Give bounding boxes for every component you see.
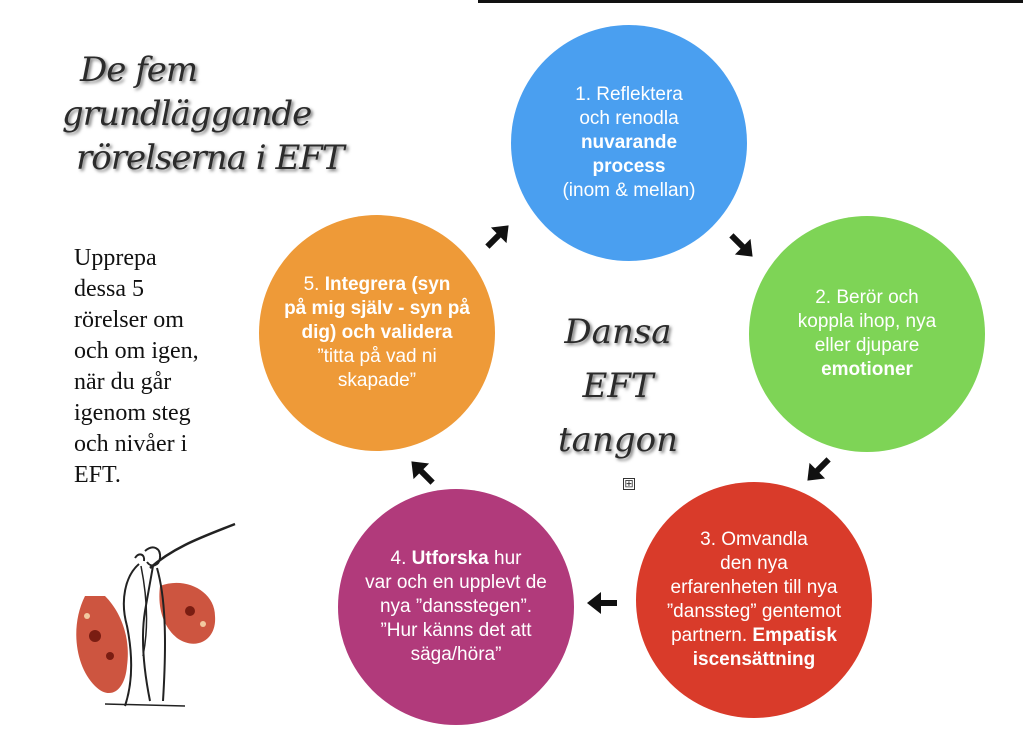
step-text-line: partnern. Empatisk bbox=[667, 624, 841, 648]
step-text-run: koppla ihop, nya bbox=[797, 311, 937, 332]
step-text-run: eller djupare bbox=[814, 335, 920, 356]
step-text-run: ”dans­steg” gentemot bbox=[666, 601, 842, 622]
step-text-run: 2. Berör och bbox=[815, 287, 919, 308]
step-text-line: säga/höra” bbox=[365, 643, 547, 667]
step-text: 2. Berör och koppla ihop, nya eller djupar… bbox=[798, 286, 936, 382]
title-line: De fem bbox=[80, 50, 198, 90]
step-2-circle: 2. Berör och koppla ihop, nya eller djupar… bbox=[749, 216, 985, 452]
step-text-run: säga/höra” bbox=[410, 644, 502, 665]
instruction-line: när du går bbox=[74, 369, 172, 395]
step-text-run: hur bbox=[488, 548, 522, 569]
step-text-bold: process bbox=[592, 156, 666, 177]
top-border-line bbox=[478, 0, 1023, 3]
center-label: Dansa EFT tangon bbox=[548, 305, 688, 467]
step-text-line: iscensättning bbox=[667, 648, 841, 672]
center-line: EFT bbox=[582, 366, 654, 406]
step-text-bold: Integrera (syn bbox=[324, 274, 451, 295]
step-1-circle: 1. Reflektera och renodla nuvarande process… bbox=[511, 25, 747, 261]
center-line: Dansa bbox=[564, 312, 672, 352]
step-text-line: koppla ihop, nya bbox=[798, 310, 936, 334]
step-text-run: skapade” bbox=[337, 370, 417, 391]
arrow-step4-to-step5 bbox=[411, 461, 435, 485]
step-text-run: ”titta på vad ni bbox=[317, 346, 437, 367]
step-text-bold: nuvarande bbox=[580, 132, 678, 153]
step-text-run: och renodla bbox=[579, 108, 679, 129]
title-line: rörelserna i EFT bbox=[76, 138, 345, 178]
step-text-bold: på mig själv - syn på bbox=[284, 298, 470, 319]
step-text-line: dig) och validera bbox=[284, 321, 470, 345]
step-text-run: erfarenheten till nya bbox=[670, 577, 838, 598]
step-text-line: ”Hur känns det att bbox=[365, 619, 547, 643]
expand-icon[interactable]: ⊞ bbox=[623, 477, 635, 490]
instruction-line: Upprepa bbox=[74, 245, 157, 271]
step-text-line: process bbox=[562, 155, 695, 179]
repeat-instruction: Upprepa dessa 5 rörelser om och om igen,… bbox=[74, 243, 244, 491]
step-text-line: nuvarande bbox=[562, 131, 695, 155]
step-text-line: och renodla bbox=[562, 107, 695, 131]
step-text-run: 4. bbox=[390, 548, 412, 569]
step-text-run: 3. Omvandla bbox=[700, 529, 808, 550]
tango-dancers-illustration bbox=[76, 522, 236, 707]
arrow-step2-to-step3 bbox=[807, 457, 831, 481]
arrow-step5-to-step1 bbox=[485, 225, 509, 249]
step-text-line: den nya bbox=[667, 552, 841, 576]
step-text-line: 2. Berör och bbox=[798, 286, 936, 310]
step-3-circle: 3. Omvandla den nya erfarenheten till nya ”… bbox=[636, 482, 872, 718]
step-text-line: skapade” bbox=[284, 369, 470, 393]
step-text-line: eller djupare bbox=[798, 334, 936, 358]
step-text-line: nya ”dansstegen”. bbox=[365, 595, 547, 619]
step-text-run: ”Hur känns det att bbox=[380, 620, 532, 641]
step-text-line: på mig själv - syn på bbox=[284, 297, 470, 321]
title-line: grundläggande bbox=[62, 94, 312, 134]
instruction-line: igenom steg bbox=[74, 400, 191, 426]
step-text-run: var och en upplevt de bbox=[365, 572, 547, 593]
step-text-bold: Empatisk bbox=[752, 625, 837, 646]
step-text-bold: emotioner bbox=[821, 359, 913, 380]
step-text-bold: Utforska bbox=[411, 548, 489, 569]
step-text-line: 3. Omvandla bbox=[667, 528, 841, 552]
center-line: tangon bbox=[558, 420, 678, 460]
step-text-line: 1. Reflektera bbox=[562, 83, 695, 107]
step-text-run: (inom & mellan) bbox=[562, 180, 696, 201]
step-text-line: ”dans­steg” gentemot bbox=[667, 600, 841, 624]
step-text-run: nya ”dansstegen”. bbox=[379, 596, 533, 617]
step-text-bold: dig) och validera bbox=[301, 322, 453, 343]
arrow-step3-to-step4 bbox=[587, 592, 617, 614]
step-text-run: 5. bbox=[303, 274, 325, 295]
step-text-bold: iscensättning bbox=[692, 649, 816, 670]
instruction-line: dessa 5 bbox=[74, 276, 144, 302]
step-text-run: den nya bbox=[720, 553, 788, 574]
step-text-run: partnern. bbox=[671, 625, 753, 646]
step-text-line: var och en upplevt de bbox=[365, 571, 547, 595]
step-text-run: 1. Reflektera bbox=[575, 84, 683, 105]
instruction-line: och nivåer i bbox=[74, 431, 188, 457]
step-text: 3. Omvandla den nya erfarenheten till nya ”… bbox=[667, 528, 841, 672]
step-text: 1. Reflektera och renodla nuvarande process… bbox=[562, 83, 695, 203]
diagram-title: De fem grundläggande rörelserna i EFT bbox=[62, 48, 362, 180]
instruction-line: rörelser om bbox=[74, 307, 184, 333]
step-text-line: 4. Utforska hur bbox=[365, 547, 547, 571]
arrow-step1-to-step2 bbox=[729, 233, 753, 257]
instruction-line: och om igen, bbox=[74, 338, 199, 364]
step-text-line: ”titta på vad ni bbox=[284, 345, 470, 369]
step-text-line: 5. Integrera (syn bbox=[284, 273, 470, 297]
step-text-line: erfarenheten till nya bbox=[667, 576, 841, 600]
instruction-line: EFT. bbox=[74, 462, 121, 488]
step-text-line: emotioner bbox=[798, 358, 936, 382]
step-text-line: (inom & mellan) bbox=[562, 179, 695, 203]
